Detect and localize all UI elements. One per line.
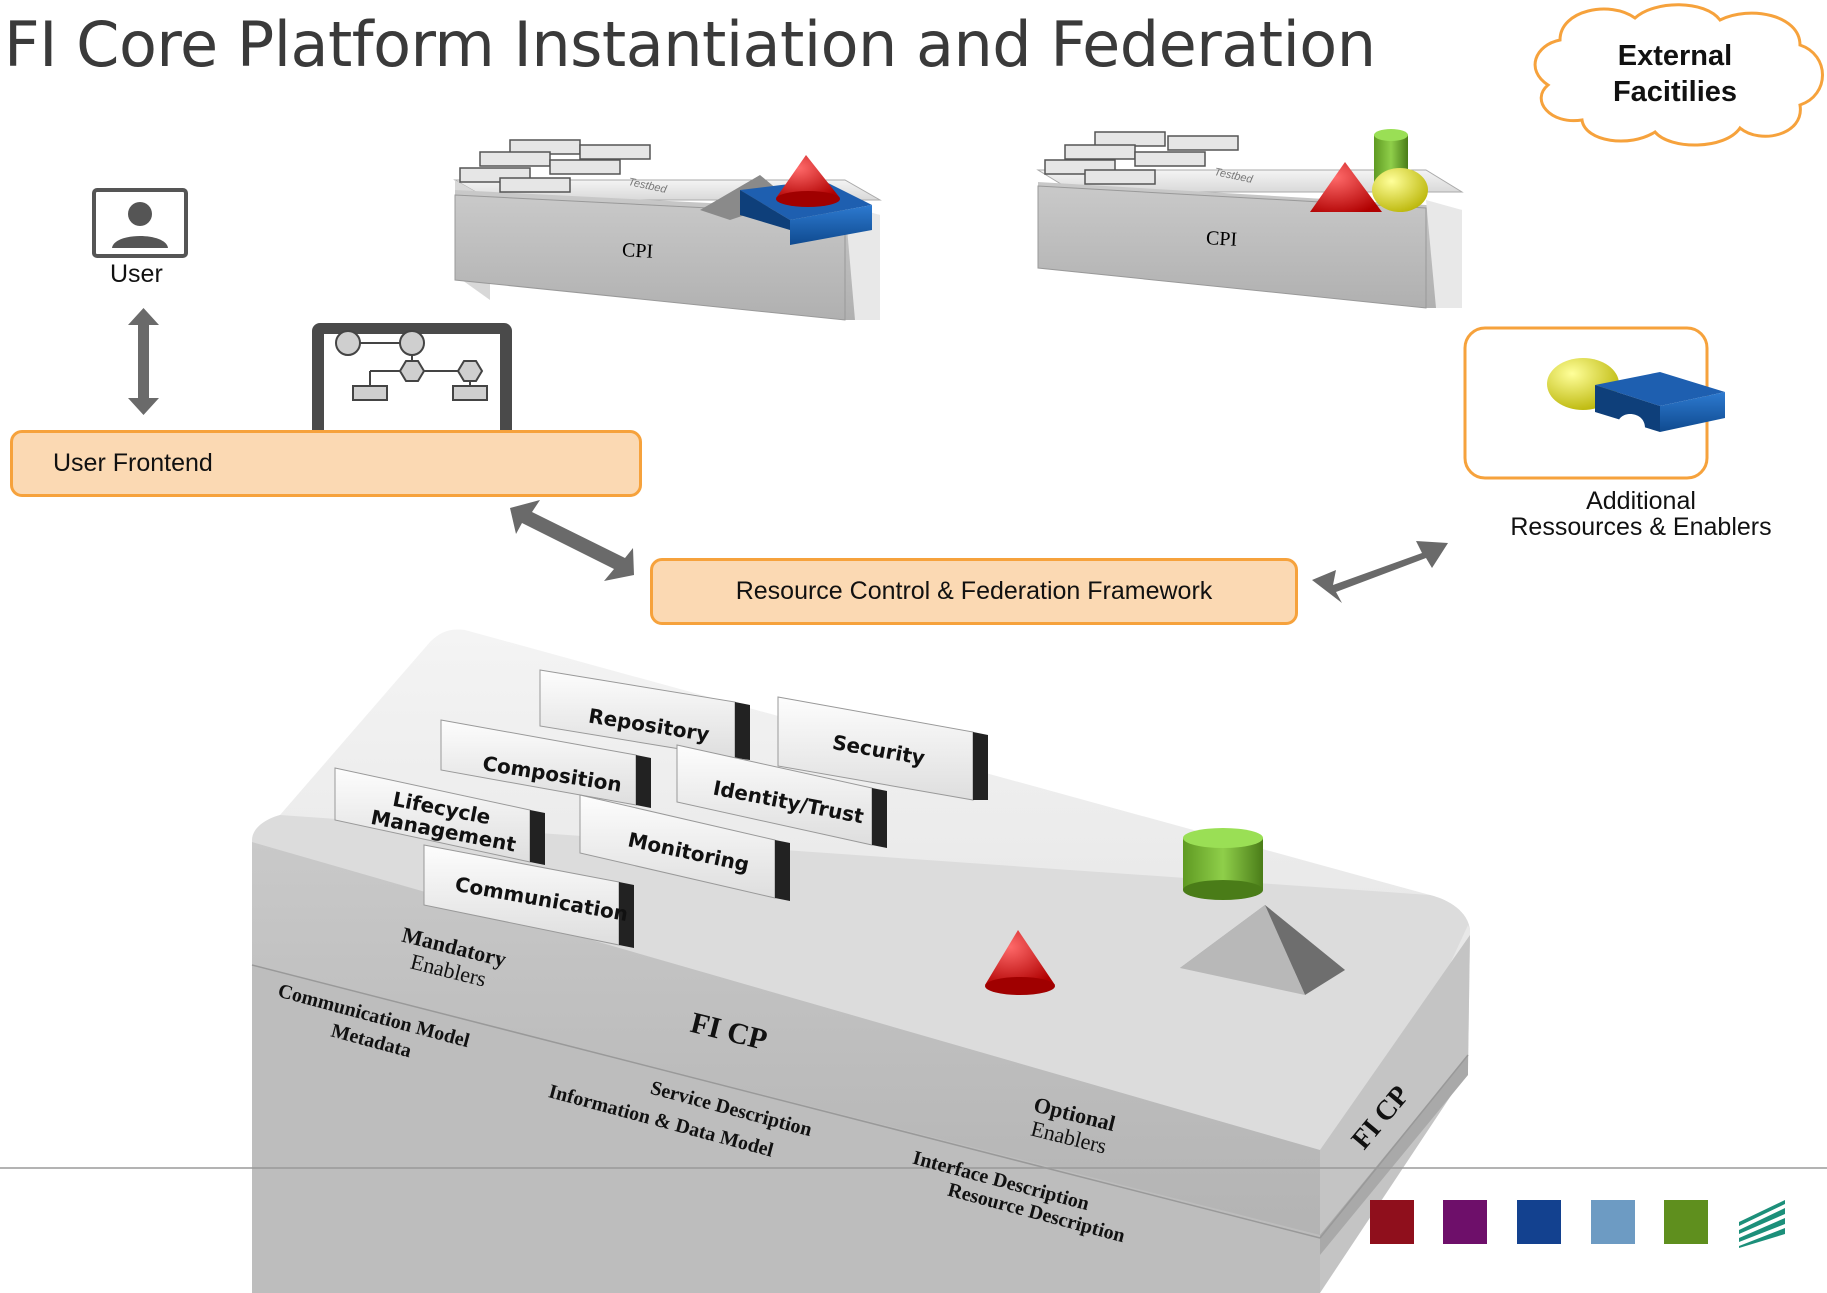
legend-square-dark-red xyxy=(1370,1200,1414,1244)
external-cloud-shape xyxy=(1533,3,1824,147)
cpi-left-modules xyxy=(459,139,651,193)
additional-block xyxy=(1595,372,1725,432)
additional-line2: Ressources & Enablers xyxy=(1510,513,1772,541)
legend-square-blue xyxy=(1517,1200,1561,1244)
user-label: User xyxy=(110,260,163,288)
legend-square-light-blue xyxy=(1591,1200,1635,1244)
additional-resources-label: Additional Ressources & Enablers xyxy=(1455,488,1827,540)
module-monitoring-shape xyxy=(579,794,790,901)
platform-pyramid xyxy=(1180,905,1345,995)
page-title: FI Core Platform Instantiation and Feder… xyxy=(4,8,1376,81)
user-frontend-label: User Frontend xyxy=(53,449,213,477)
module-blocks xyxy=(334,669,988,948)
cpi-right-label: CPI xyxy=(1205,227,1238,251)
module-security-shape xyxy=(777,696,988,801)
cpi-right-cone xyxy=(1310,162,1382,212)
user-frontend-box[interactable]: User Frontend xyxy=(10,430,642,497)
cpi-right-ball xyxy=(1372,168,1428,212)
additional-line1: Additional xyxy=(1586,487,1696,515)
cpi-right-box xyxy=(1036,169,1464,309)
platform-base xyxy=(251,629,1470,1293)
module-composition-shape xyxy=(440,719,651,808)
external-line1: External xyxy=(1617,40,1733,72)
user-frontend-arrow xyxy=(128,308,159,415)
fraunhofer-logo-icon xyxy=(1737,1198,1787,1248)
platform-cone xyxy=(985,930,1055,995)
cpi-right-modules xyxy=(1044,131,1239,185)
platform-cylinder xyxy=(1183,828,1263,900)
framework-additional-arrow xyxy=(1312,541,1448,603)
external-line2: Facitilies xyxy=(1612,76,1738,108)
module-lifecycle-shape xyxy=(334,767,545,865)
module-communication-shape xyxy=(423,844,634,948)
framework-box[interactable]: Resource Control & Federation Framework xyxy=(650,558,1298,625)
legend-square-purple xyxy=(1443,1200,1487,1244)
legend-square-green xyxy=(1664,1200,1708,1244)
frontend-framework-arrow xyxy=(510,500,634,581)
framework-label: Resource Control & Federation Framework xyxy=(735,577,1213,605)
external-facilities-label: External Facitilies xyxy=(1580,38,1770,110)
cpi-left-label: CPI xyxy=(621,239,654,263)
cpi-left-box xyxy=(453,179,882,321)
module-identity-shape xyxy=(676,744,887,848)
cpi-left-cone xyxy=(776,155,840,198)
